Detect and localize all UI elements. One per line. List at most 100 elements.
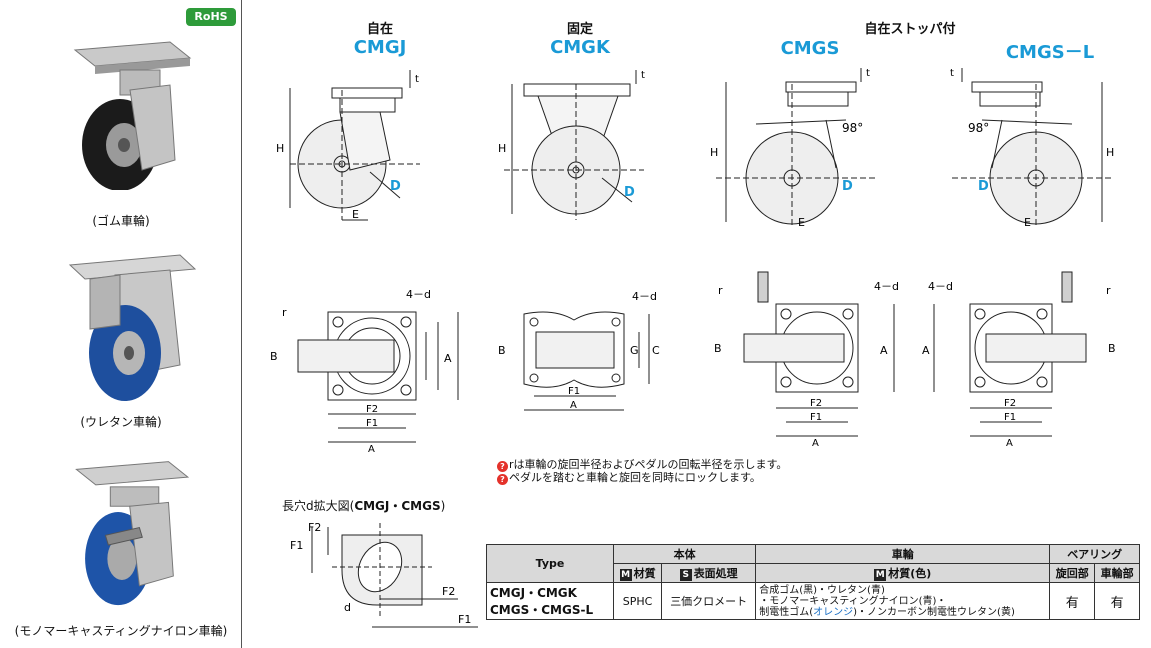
dim-H-stopper-l: H (1106, 146, 1114, 159)
nylon-caster-photo (75, 461, 190, 606)
dim-98-stopper: 98° (842, 121, 863, 135)
dim-E-stopper-l: E (1024, 216, 1031, 229)
dim-t-stopper-l: t (950, 68, 954, 79)
dim-F2-stopper: F2 (810, 398, 822, 409)
dim-F2-stopper-l: F2 (1004, 398, 1016, 409)
dim-B-stopper-l: B (1108, 342, 1116, 355)
dim-B-rigid: B (498, 344, 506, 357)
caption-urethane: (ウレタン車輪) (80, 415, 162, 429)
dim-E: E (352, 208, 359, 221)
stopper-l-side-drawing: H t 98° D E (950, 68, 1114, 229)
td-type: CMGJ・CMGK CMGS・CMGS-L (486, 582, 614, 620)
dim-H-rigid: H (498, 142, 506, 155)
dim-r-stopper: r (718, 284, 723, 297)
enlarged-title-prefix: 長穴d拡大図( (282, 499, 355, 513)
td-surface: 三価クロメート (661, 582, 757, 620)
th-wheel-part: 車輪部 (1094, 563, 1140, 583)
stopper-top-drawing: 4－d r B A F2 F1 A (714, 271, 899, 448)
enlarged-title-codes: CMGJ・CMGS (354, 499, 441, 513)
th-wheel-material-label: 材質(色) (888, 567, 932, 580)
swivel-code: CMGJ (353, 37, 407, 58)
wheel-line-3a: 制電性ゴム( (759, 606, 814, 618)
td-wheel-bearing: 有 (1094, 582, 1140, 620)
product-photo-panel: RoHS (ゴム車輪) (ウレタン車輪) (モノマーキャスティングナイロン車輪) (0, 0, 242, 648)
dim-F1-swivel: F1 (366, 418, 378, 429)
stopper-l-top-drawing: 4－d r B A F2 F1 A (922, 271, 1116, 448)
stopper-jp-label: 自在ストッパ付 (864, 22, 956, 37)
dim-A-swivel: A (368, 444, 375, 454)
dim-A-side-stopper-l: A (922, 344, 930, 357)
td-material: SPHC (612, 582, 663, 620)
rigid-top-drawing: 4－d B G C F1 A (498, 290, 660, 411)
th-body: 本体 (612, 544, 757, 564)
dim-D-rigid: D (624, 185, 635, 200)
dim-hole-rigid: 4－d (632, 290, 657, 303)
dim-A-stopper: A (812, 438, 819, 448)
dim-F1-stopper: F1 (810, 412, 822, 423)
dim-H-stopper: H (710, 146, 718, 159)
header-swivel: 自在 CMGJ (330, 18, 430, 58)
dim-F1-rigid: F1 (568, 386, 580, 397)
dim-hole-swivel: 4－d (406, 288, 431, 301)
m-badge-icon: M (619, 569, 632, 581)
header-stopper: 自在ストッパ付 (820, 18, 1000, 37)
note-2: ?ペダルを踏むと車輪と旋回を同時にロックします。 (497, 471, 761, 485)
caption-rubber: (ゴム車輪) (92, 214, 150, 228)
urethane-caster-photo (68, 254, 197, 401)
caption-nylon: (モノマーキャスティングナイロン車輪) (14, 624, 228, 638)
enlarged-slot-drawing: F1 F2 d F2 F1 (290, 521, 478, 628)
dim-E-stopper: E (798, 216, 805, 229)
dim-A-stopper-l: A (1006, 438, 1013, 448)
stopper-code-2: CMGS－L (1005, 42, 1095, 63)
th-bearing: ベアリング (1049, 544, 1140, 564)
s-badge-icon: S (679, 569, 692, 581)
dim-A-side-stopper: A (880, 344, 888, 357)
table-row: CMGJ・CMGK CMGS・CMGS-L SPHC 三価クロメート 合成ゴム(… (486, 582, 1140, 620)
dim-98-stopper-l: 98° (968, 121, 989, 135)
th-wheel: 車輪 (755, 544, 1051, 564)
tip-icon: ? (497, 474, 508, 485)
note-1: ?rは車輪の旋回半径およびペダルの回転半径を示します。 (497, 458, 787, 472)
th-type: Type (486, 544, 614, 583)
dim-F2-enlarged-v: F2 (308, 521, 321, 534)
enlarged-title-suffix: ) (440, 499, 446, 513)
enlarged-view-title: 長穴d拡大図(CMGJ・CMGS) (282, 497, 445, 514)
dim-t-stopper: t (866, 68, 870, 79)
dim-B-stopper: B (714, 342, 722, 355)
note-2-text: ペダルを踏むと車輪と旋回を同時にロックします。 (509, 471, 761, 484)
dim-D: D (390, 179, 401, 194)
th-surface-label: 表面処理 (693, 567, 738, 580)
dim-F2-enlarged: F2 (442, 585, 455, 598)
rigid-code: CMGK (550, 37, 610, 58)
swivel-side-drawing: H t D E (276, 70, 420, 221)
type-line-2: CMGS・CMGS-L (490, 603, 594, 617)
stopper-code-1: CMGS (780, 38, 840, 59)
td-wheel-material: 合成ゴム(黒)・ウレタン(青) ・モノマーキャスティングナイロン(青)・ 制電性… (755, 582, 1051, 620)
header-rigid: 固定 CMGK (530, 18, 630, 58)
dim-D-stopper-l: D (978, 179, 989, 194)
wheel-line-3: 制電性ゴム(オレンジ)・ノンカーボン制電性ウレタン(黄) (759, 607, 1046, 618)
wheel-line-2: ・モノマーキャスティングナイロン(青)・ (759, 595, 947, 607)
wheel-line-3b: オレンジ (813, 606, 854, 618)
dim-F1-enlarged: F1 (458, 613, 471, 626)
note-1-text: rは車輪の旋回半径およびペダルの回転半径を示します。 (509, 458, 788, 471)
dim-A-rigid: A (570, 400, 577, 411)
type-line-1: CMGJ・CMGK (490, 586, 577, 600)
swivel-top-drawing: 4－d r B A F2 F1 A (270, 288, 459, 454)
dim-B-swivel: B (270, 350, 278, 363)
stopper-side-drawing: H t 98° D E (710, 68, 876, 229)
rigid-jp-label: 固定 (566, 22, 593, 37)
rubber-caster-photo (73, 41, 192, 190)
dim-F2-swivel: F2 (366, 404, 378, 415)
dim-d-enlarged: d (344, 601, 351, 614)
th-swivel-part: 旋回部 (1049, 563, 1096, 583)
dim-F1-stopper-l: F1 (1004, 412, 1016, 423)
dim-t-rigid: t (641, 70, 645, 81)
dim-H: H (276, 142, 284, 155)
dim-r-stopper-l: r (1106, 284, 1111, 297)
wheel-line-1: 合成ゴム(黒)・ウレタン(青) (759, 584, 885, 596)
tip-icon: ? (497, 461, 508, 472)
